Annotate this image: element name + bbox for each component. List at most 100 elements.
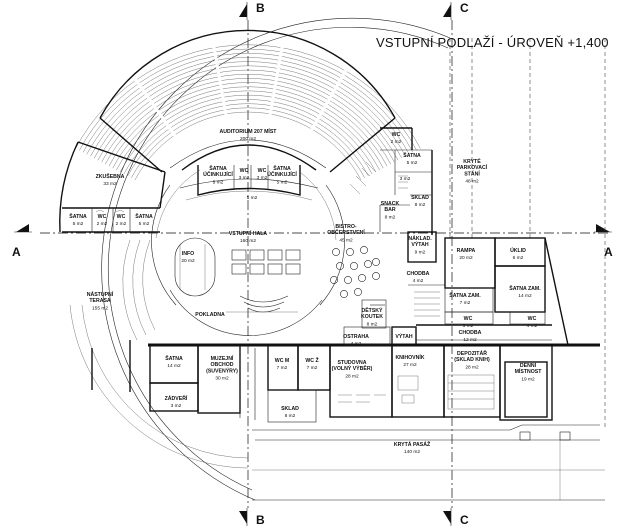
room-name: WC: [392, 132, 401, 138]
room-area: 5 m2: [407, 160, 418, 166]
room-label: WC M7 m2: [275, 358, 289, 371]
terrace-outline: [69, 18, 451, 501]
room-area: 2 m2: [116, 221, 127, 227]
room-area: 3 m2: [239, 175, 250, 181]
room-name: WC: [98, 214, 107, 220]
room-area: 19 m2: [521, 376, 535, 382]
bistro-table: [340, 290, 348, 298]
room-name: CHODBA: [459, 330, 482, 336]
room-label: 3 m2: [400, 176, 411, 182]
bistro-table: [346, 248, 354, 256]
room-label: WC3 m2: [463, 316, 474, 329]
room-area: 5 m2: [139, 221, 150, 227]
seat-row: [131, 107, 365, 178]
room-label: 5 m2: [247, 195, 258, 201]
section-marker-a-left: A: [12, 224, 32, 259]
bistro-table: [358, 274, 366, 282]
terrace-steps: [122, 239, 156, 341]
room-name: INFO: [182, 251, 194, 257]
room-name: WC Ž: [305, 356, 319, 364]
room-area: 12 m2: [463, 337, 477, 343]
room-label: DEPOZITÁŘ(SKLAD KNIH)28 m2: [454, 349, 490, 370]
room-name: VÝTAH: [395, 333, 412, 340]
room-name: KNIHOVNÍK: [395, 353, 424, 361]
service-block-walls: [361, 231, 569, 346]
room-name: AUDITORIUM 207 MÍST: [220, 127, 278, 135]
room-name: ZÁDVEŘÍ: [165, 394, 188, 402]
room-name: (SKLAD KNIH): [454, 357, 490, 363]
room-area: 140 m2: [404, 449, 420, 455]
room-name: (SUVENÝRY): [206, 367, 238, 374]
seat-aisle: [133, 76, 177, 138]
bistro-tables: [330, 246, 380, 298]
room-name: OBČERSTVENÍ: [327, 228, 365, 236]
room-name: OBCHOD: [210, 362, 233, 368]
room-name: WC: [117, 214, 126, 220]
room-label: ŠATNA ZAM.14 m2: [509, 284, 541, 299]
seat-row: [86, 57, 410, 155]
room-area: 45 m2: [339, 237, 353, 243]
room-name: CHODBA: [407, 271, 430, 277]
room-name: SNACK: [381, 201, 400, 207]
room-name: TERASA: [89, 298, 111, 304]
room-name: RAMPA: [457, 248, 476, 254]
room-name: STÁNÍ: [464, 169, 480, 177]
seat-row: [108, 82, 388, 167]
room-area: 20 m2: [459, 255, 473, 261]
room-area: 8 m2: [385, 214, 396, 220]
seat-aisle: [309, 67, 349, 132]
room-name: POKLADNA: [195, 312, 225, 318]
room-area: 2 m2: [97, 221, 108, 227]
lower-walls: [91, 326, 600, 423]
room-area: 155 m2: [92, 305, 108, 311]
section-mark-c: C: [460, 1, 469, 15]
room-area: 3 m2: [171, 403, 182, 409]
room-area: 3 m2: [463, 323, 474, 329]
bistro-table: [344, 276, 352, 284]
dressing-rooms-walls: [179, 165, 319, 201]
room-area: 5 m2: [247, 195, 258, 201]
room-name: BAR: [384, 207, 395, 213]
room-area: 33 m2: [103, 181, 117, 187]
room-name: SKLAD: [411, 195, 429, 201]
hall-furniture: [226, 249, 301, 313]
bistro-table: [364, 260, 372, 268]
section-mark-b: B: [256, 1, 265, 15]
room-label: STUDOVNA(VOLNÝ VÝBĚR)28 m2: [332, 360, 373, 379]
bistro-table: [350, 262, 358, 270]
room-area: 5 m2: [73, 221, 84, 227]
seat-row: [94, 65, 402, 159]
room-area: 160 m2: [240, 238, 256, 244]
room-area: 48 m2: [465, 179, 479, 185]
seat-row: [79, 48, 417, 151]
room-name: ŠATNA: [403, 151, 421, 159]
room-name: SKLAD: [281, 406, 299, 412]
bistro-table: [336, 262, 344, 270]
room-area: 7 m2: [460, 300, 471, 306]
room-name: WC: [464, 316, 473, 322]
seat-row: [112, 86, 384, 169]
seat-row: [134, 111, 362, 180]
room-area: 27 m2: [403, 362, 417, 368]
room-name: ÚKLID: [510, 247, 526, 254]
room-name: VÝTAH: [411, 241, 428, 248]
room-area: 28 m2: [465, 364, 479, 370]
section-marker-a-right: A: [594, 224, 613, 259]
room-area: 6 m2: [513, 255, 524, 261]
room-area: 8 m2: [285, 413, 296, 419]
room-area: 4 m2: [413, 278, 424, 284]
seat-row: [105, 78, 391, 165]
section-mark-a: A: [604, 245, 613, 259]
room-name: (VOLNÝ VÝBĚR): [332, 364, 373, 372]
room-name: ŠATNA: [165, 354, 183, 362]
seat-row: [101, 74, 395, 163]
